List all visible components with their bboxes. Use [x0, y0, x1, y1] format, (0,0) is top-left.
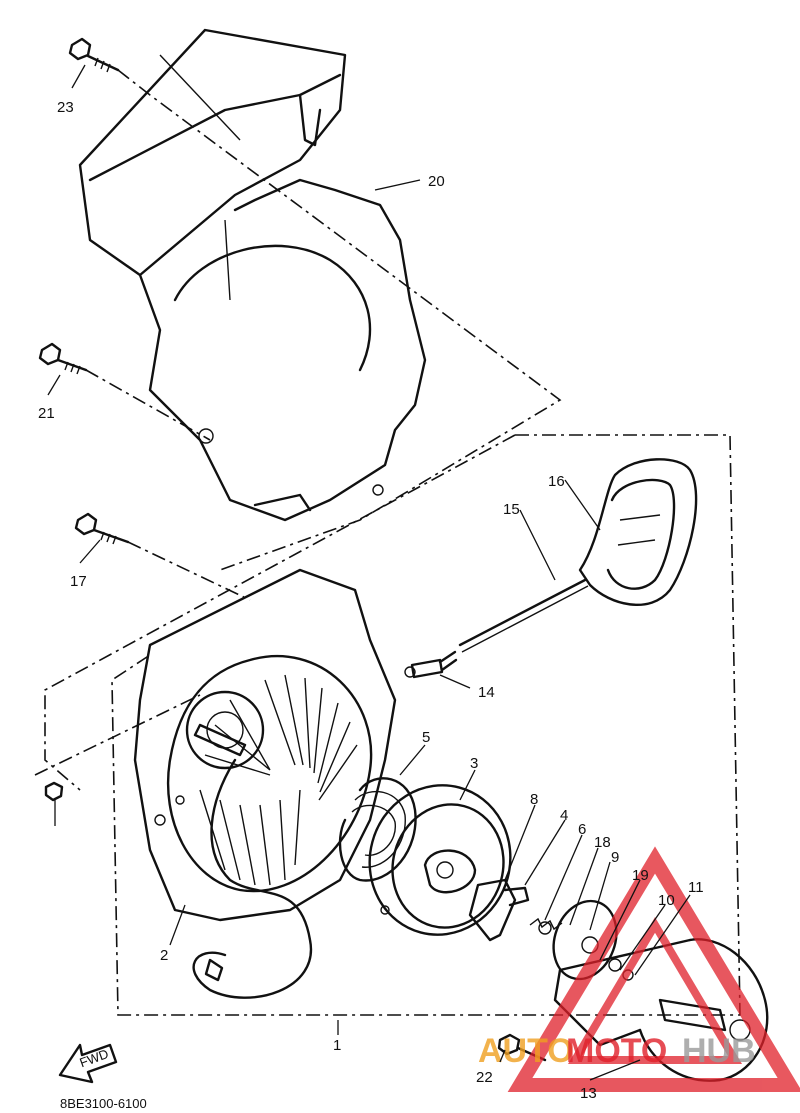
- callout-13: 15: [503, 501, 520, 518]
- watermark-triangle-outer: [507, 846, 800, 1092]
- starter-rope: [458, 578, 587, 647]
- bolt-22: [68, 37, 120, 73]
- callout-22: 23: [57, 99, 74, 116]
- rope-guide: [404, 650, 458, 679]
- drawing-code: 8BE3100-6100: [60, 1096, 147, 1111]
- leader-lines: [47, 64, 691, 1081]
- callout-2: 2: [160, 947, 168, 964]
- callout-6: 6: [578, 821, 586, 838]
- callout-3: 3: [470, 755, 478, 772]
- assembly-boundary-line: [44, 434, 741, 1016]
- callout-18: 13: [580, 1085, 597, 1102]
- starter-case: [133, 568, 397, 999]
- watermark-triangle-inner: [567, 917, 743, 1064]
- callout-1: 1: [333, 1037, 341, 1054]
- watermark-logo: [507, 846, 800, 1092]
- callout-8: 8: [530, 791, 538, 808]
- bolt-21: [38, 342, 88, 375]
- callout-21: 21: [38, 405, 55, 422]
- bolt-21-guide-line: [85, 369, 211, 441]
- recoil-spring: [338, 777, 417, 882]
- washer-23: [44, 781, 64, 802]
- callout-9: 9: [611, 849, 619, 866]
- callout-5: 5: [422, 729, 430, 746]
- callout-14: 16: [548, 473, 565, 490]
- callout-16: 18: [594, 834, 611, 851]
- callout-15: 19: [632, 867, 649, 884]
- watermark-text-auto: AUTO: [478, 1032, 574, 1070]
- rope-reel: [368, 784, 512, 936]
- callout-19: 22: [476, 1069, 493, 1086]
- bolt-22-guide-line: [117, 69, 562, 571]
- starter-handle: [578, 458, 698, 606]
- bolt-17: [74, 512, 130, 545]
- callout-10: 10: [658, 892, 675, 909]
- callout-20: 20: [428, 173, 445, 190]
- callout-17: 17: [70, 573, 87, 590]
- watermark-text-hub: HUB: [682, 1032, 756, 1070]
- friction-spring: [529, 917, 563, 935]
- callout-12: 14: [478, 684, 495, 701]
- callout-labels: 23 20 21 17 16 15 14 5 3 8 4 6 18 9 19 1…: [38, 99, 704, 1102]
- callout-4: 4: [560, 807, 568, 824]
- washer-23-guide-line: [34, 694, 201, 776]
- callout-11: 11: [688, 879, 704, 896]
- watermark-text-moto: MOTO: [566, 1032, 667, 1070]
- fwd-arrow-icon: FWD: [58, 1043, 118, 1084]
- bolt-17-guide-line: [127, 541, 251, 601]
- fan-cover-shroud: [78, 28, 427, 522]
